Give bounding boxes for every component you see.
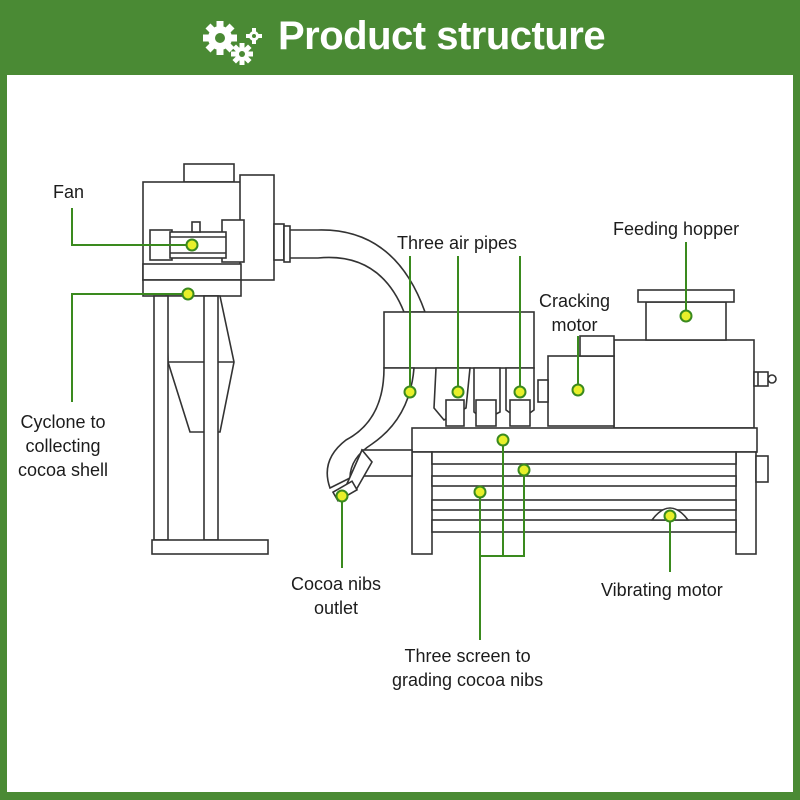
leader-lines [71,208,687,640]
cyclone-unit [142,163,285,555]
fan-marker [185,238,199,252]
label-vibrating-motor: Vibrating motor [601,580,723,600]
gears-icon [203,21,262,65]
screen-frame [331,427,769,555]
air-pipe-marker-3 [513,385,527,399]
air-pipe-marker-2 [451,385,465,399]
cyclone-marker [181,287,195,301]
cracking-motor-marker [571,383,585,397]
cracker-unit [537,289,777,429]
label-feeding-hopper: Feeding hopper [613,219,740,239]
label-cocoa-nibs-outlet: Cocoa nibs outlet [291,574,382,618]
air-pipe-marker-1 [403,385,417,399]
page-title: Product structure [278,14,606,58]
header-bar: Product structure [0,0,800,84]
nibs-outlet-marker [335,489,349,503]
label-cyclone: Cyclone to collecting cocoa shell [18,412,109,480]
screen-marker-1 [496,433,510,447]
screen-marker-2 [517,463,531,477]
hopper-marker [679,309,693,323]
markers [181,238,693,523]
label-three-screen: Three screen to grading cocoa nibs [392,646,544,690]
vibrating-motor-marker [663,509,677,523]
screen-marker-3 [473,485,487,499]
label-fan: Fan [53,182,85,202]
label-three-air-pipes: Three air pipes [397,233,518,253]
label-cracking-motor: Cracking motor [539,291,611,335]
